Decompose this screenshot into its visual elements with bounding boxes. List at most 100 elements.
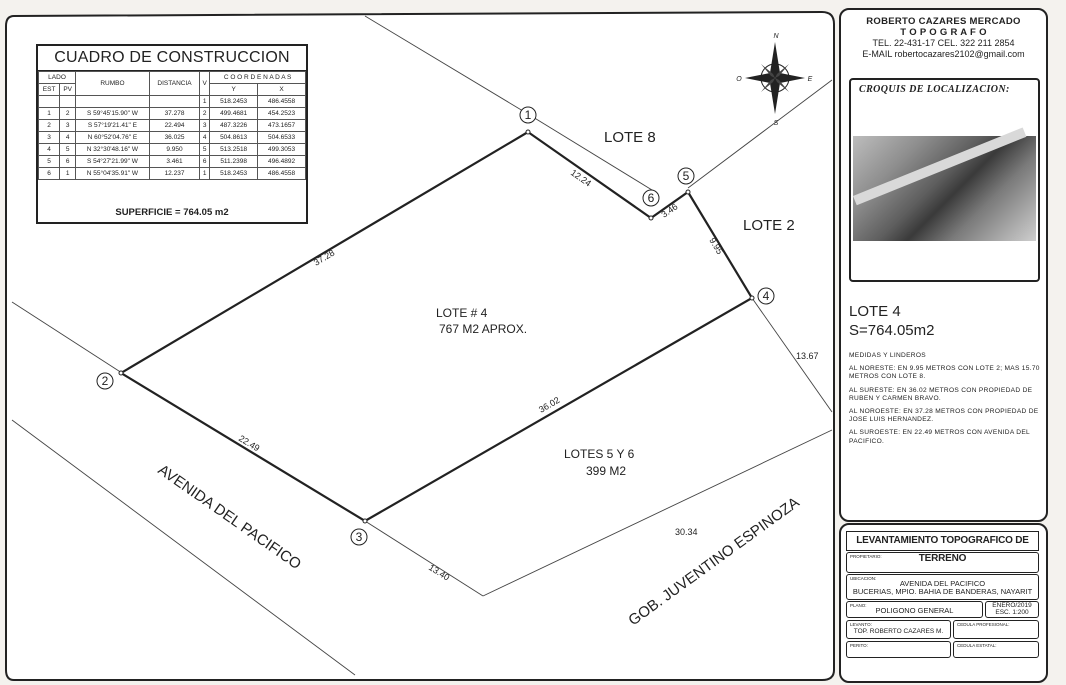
table-row: 6 1 N 55°04'35.91" W 12.237 1 518.2453 4… [37, 167, 306, 180]
plan-label: PLANO: [850, 603, 867, 608]
cell-x: 473.1657 [257, 119, 306, 132]
professional-id-label: CEDULA PROFESIONAL: [957, 622, 1010, 627]
table-row: 1 518.2453 486.4558 [37, 95, 306, 108]
vertex-3-marker [350, 528, 368, 546]
location-sketch: CROQUIS DE LOCALIZACION: [849, 78, 1040, 282]
cell-dist: 37.278 [148, 107, 201, 120]
lot-area: S=764.05m2 [849, 322, 935, 339]
state-id-field: CEDULA ESTATAL: [953, 641, 1039, 658]
cell-v: 1 [199, 95, 211, 108]
surveyor-field: LEVANTO: TOP. ROBERTO CAZARES M. [846, 620, 951, 639]
vertex-4-marker [757, 287, 775, 305]
cell-x: 496.4892 [257, 155, 306, 168]
lot-title: LOTE 4 [849, 303, 901, 320]
superficie-total: SUPERFICIE = 764.05 m2 [115, 207, 229, 218]
date-scale-field: ENERO/2019 ESC. 1:200 [985, 601, 1039, 618]
vertex-3-label: 3 [356, 530, 363, 544]
vertex-1-dot [525, 129, 531, 135]
construction-grid: LADO RUMBO DISTANCIA V C O O R D E N A D… [37, 71, 306, 180]
dimension-30-34: 30.34 [675, 527, 698, 537]
compass-star-horizontal [745, 73, 775, 83]
survey-title: LEVANTAMIENTO TOPOGRAFICO DE TERRENO [846, 531, 1039, 564]
cell-est: 4 [37, 143, 61, 156]
vertex-2-dot [118, 370, 124, 376]
col-y: Y [209, 83, 259, 96]
professional-id-field: CEDULA PROFESIONAL: [953, 620, 1039, 639]
info-panel: ROBERTO CAZARES MERCADO T O P O G R A F … [839, 8, 1048, 522]
boundary-northeast: AL NORESTE: EN 9.95 METROS CON LOTE 2; M… [849, 365, 1040, 381]
compass-e: E [808, 76, 813, 83]
vertex-5-marker [677, 167, 695, 185]
cell-est: 3 [37, 131, 61, 144]
location-line-2: BUCERIAS, MPIO. BAHIA DE BANDERAS, NAYAR… [852, 587, 1033, 596]
expert-label: PERITO: [850, 643, 868, 648]
cell-v: 6 [199, 155, 211, 168]
plan-value: POLIGONO GENERAL [875, 606, 954, 615]
compass-n: N [773, 33, 779, 40]
compass-rose: N S E O [736, 33, 812, 127]
table-row: 2 3 S 57°19'21.41" E 22.494 3 487.3226 4… [37, 119, 306, 132]
cell-x: 486.4558 [257, 95, 306, 108]
cell-pv: 5 [59, 143, 77, 156]
cell-est: 2 [37, 119, 61, 132]
cell-v: 2 [199, 107, 211, 120]
cell-x: 504.6533 [257, 131, 306, 144]
vertex-2-marker [96, 372, 114, 390]
col-rumbo: RUMBO [75, 71, 150, 96]
vertex-6-marker [642, 189, 660, 207]
plan-field: PLANO: POLIGONO GENERAL [846, 601, 983, 618]
lotes-5-6-area: 399 M2 [586, 464, 626, 478]
lote-2-label: LOTE 2 [743, 217, 795, 234]
cell-pv: 3 [59, 119, 77, 132]
col-est: EST [37, 83, 61, 96]
col-x: X [257, 83, 306, 96]
vertex-1-marker [519, 106, 537, 124]
col-lado: LADO [37, 71, 77, 84]
cell-rumbo: N 60°52'04.76" E [75, 131, 150, 144]
surveyor-header: ROBERTO CAZARES MERCADO T O P O G R A F … [841, 10, 1046, 60]
compass-s: S [774, 120, 779, 127]
vertex-4-label: 4 [763, 289, 770, 303]
cell-est: 5 [37, 155, 61, 168]
cell-y: 487.3226 [209, 119, 259, 132]
vertex-5-dot [685, 189, 691, 195]
surveyor-label: LEVANTO: [850, 622, 872, 627]
vertex-2-label: 2 [102, 374, 109, 388]
vertex-5-label: 5 [683, 169, 690, 183]
location-label: UBICACION: [850, 576, 877, 581]
cell-dist: 9.950 [148, 143, 201, 156]
lote-8-label: LOTE 8 [604, 129, 656, 146]
cell-dist: 22.494 [148, 119, 201, 132]
surveyor-value: TOP. ROBERTO CAZARES M. [853, 628, 944, 635]
location-field: UBICACION: AVENIDA DEL PACIFICO BUCERIAS… [846, 574, 1039, 600]
title-block: LEVANTAMIENTO TOPOGRAFICO DE TERRENO PRO… [839, 523, 1048, 683]
cell-y: 504.8613 [209, 131, 259, 144]
context-lines [11, 15, 833, 676]
cell-v: 5 [199, 143, 211, 156]
surveyor-phone: TEL. 22-431-17 CEL. 322 211 2854 [872, 38, 1015, 48]
boundaries-list: MEDIDAS Y LINDEROS AL NORESTE: EN 9.95 M… [849, 352, 1044, 451]
aerial-photo [853, 127, 1036, 241]
boundaries-title: MEDIDAS Y LINDEROS [849, 352, 926, 359]
col-v: V [199, 71, 211, 96]
cell-dist: 36.025 [148, 131, 201, 144]
cell-v: 4 [199, 131, 211, 144]
construction-table-title: CUADRO DE CONSTRUCCION [38, 46, 306, 71]
cell-est: 1 [37, 107, 61, 120]
location-sketch-title: CROQUIS DE LOCALIZACION: [859, 84, 1010, 95]
surveyor-name: ROBERTO CAZARES MERCADO [866, 16, 1021, 27]
lote-4-area: 767 M2 APROX. [439, 322, 527, 336]
table-row: 3 4 N 60°52'04.76" E 36.025 4 504.8613 5… [37, 131, 306, 144]
table-row: 5 6 S 54°27'21.99" W 3.461 6 511.2398 49… [37, 155, 306, 168]
vertex-3-dot [362, 518, 368, 524]
col-coordenadas: C O O R D E N A D A S [209, 71, 306, 84]
table-row: 4 5 N 32°30'48.16" W 9.950 5 513.2518 49… [37, 143, 306, 156]
boundary-northwest: AL NOROESTE: EN 37.28 METROS CON PROPIED… [849, 408, 1039, 424]
cell-y: 518.2453 [209, 95, 259, 108]
vertex-1-label: 1 [525, 108, 532, 122]
cell-dist: 3.461 [148, 155, 201, 168]
owner-field: PROPIETARIO: [846, 552, 1039, 573]
dimension-13-67: 13.67 [796, 351, 819, 361]
cell-pv: 2 [59, 107, 77, 120]
state-id-label: CEDULA ESTATAL: [957, 643, 997, 648]
